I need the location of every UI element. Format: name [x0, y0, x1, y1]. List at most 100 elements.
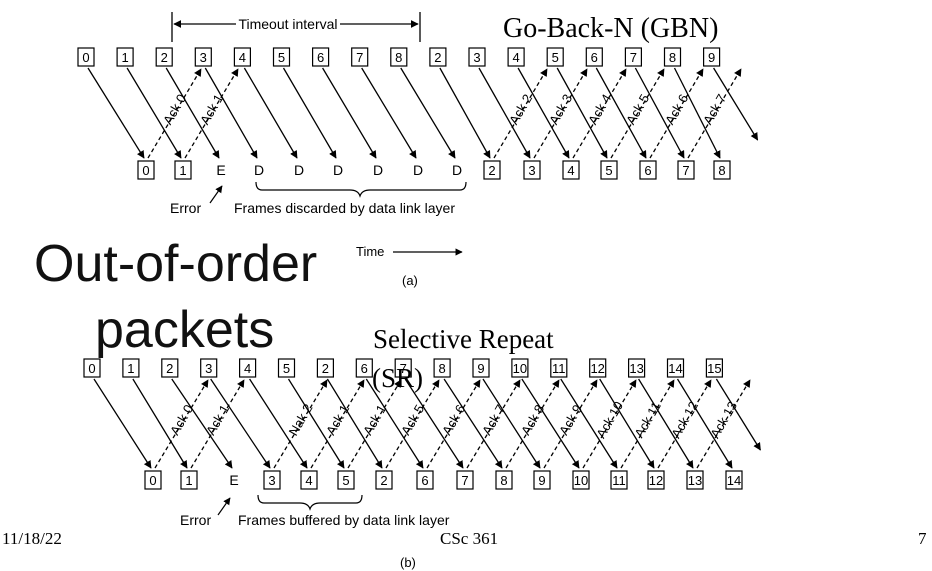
gbn-sent-frame: 9 [702, 47, 721, 67]
gbn-sent-frame: 2 [429, 47, 447, 67]
sr-data-arrow [93, 378, 152, 469]
gbn-sent-frame-box [546, 47, 564, 67]
gbn-sent-frame-box [624, 47, 643, 67]
sr-received-frame-box [456, 470, 474, 490]
sr-received-frame-label: 7 [461, 473, 468, 488]
sr-sent-frame-box [627, 358, 646, 378]
sr-received-frame-label: 8 [500, 473, 507, 488]
sr-ack-label: Ack 0 [167, 402, 196, 438]
sr-sent-frame-label: 8 [438, 361, 445, 376]
sr-ack-arrow [190, 379, 245, 469]
gbn-sent-frame-label: 3 [200, 50, 207, 65]
gbn-sent-frame: 4 [507, 47, 525, 67]
gbn-discard-marker: D [294, 162, 304, 178]
gbn-data-arrow [634, 67, 685, 159]
gbn-sent-frame-box [702, 47, 721, 67]
gbn-sent-frame: 3 [468, 47, 486, 67]
sr-sent-frame-box [316, 358, 334, 378]
gbn-data-arrow [165, 67, 220, 159]
sr-received-frame-label: 10 [574, 473, 588, 488]
sr-buffer-label: Frames buffered by data link layer [238, 512, 450, 528]
sr-sent-frame-label: 15 [707, 361, 721, 376]
gbn-ack-arrow [649, 68, 704, 159]
sr-sent-frame: 2 [161, 358, 179, 378]
gbn-sent-frame-label: 4 [239, 50, 246, 65]
gbn-ack-label: Ack 7 [700, 91, 729, 127]
gbn-sent-frame: 8 [390, 47, 408, 67]
gbn-data-arrow [439, 67, 491, 159]
gbn-sent-frame-box [312, 47, 330, 67]
gbn-ack-label: Ack 2 [506, 91, 535, 127]
gbn-ack-arrow [610, 68, 665, 159]
sr-received-frame-label: 2 [380, 473, 387, 488]
gbn-received-frame: 6 [639, 160, 657, 180]
gbn-transmission-arrows [87, 67, 759, 159]
sr-sent-frame: 5 [277, 358, 296, 378]
sr-sent-frame-box [161, 358, 179, 378]
gbn-sent-frame-box [116, 47, 134, 67]
sr-part-label: (b) [400, 555, 416, 570]
sr-received-frame: 2 [375, 470, 393, 490]
gbn-discard-label: Frames discarded by data link layer [234, 200, 455, 216]
sr-ack-arrow [657, 379, 712, 469]
gbn-data-arrow [673, 67, 721, 159]
gbn-received-frame: 3 [523, 160, 541, 180]
gbn-received-frame-box [137, 160, 155, 180]
sr-ack-arrow [426, 379, 481, 469]
gbn-received-frame: 8 [713, 160, 731, 180]
sr-ack-label: Ack 8 [518, 402, 547, 438]
sr-transmission-arrows [93, 378, 761, 469]
gbn-received-frame-box [174, 160, 192, 180]
gbn-error-label: Error [170, 200, 201, 216]
gbn-error-arrow [209, 185, 223, 204]
gbn-timeout-bracket [171, 12, 421, 42]
sr-data-arrow [404, 378, 464, 469]
gbn-sent-frame-label: 5 [552, 50, 559, 65]
gbn-data-arrow [87, 67, 145, 159]
gbn-sent-frame-box [507, 47, 525, 67]
sr-ack-label: Ack 6 [439, 402, 468, 438]
sr-data-arrow [599, 378, 655, 469]
sr-ack-arrow [505, 379, 560, 469]
gbn-data-arrow [478, 67, 531, 159]
gbn-sent-frame-label: 2 [434, 50, 441, 65]
gbn-ack-label: Ack 6 [662, 91, 691, 127]
gbn-data-arrow [713, 67, 759, 141]
gbn-sent-frame-box [663, 47, 682, 67]
sr-received-frame: 3 [263, 470, 281, 490]
sr-sent-frame: 6 [355, 358, 373, 378]
sr-data-arrow [210, 378, 271, 469]
sr-sent-frame: 12 [589, 358, 607, 378]
gbn-sent-frame-box [429, 47, 447, 67]
footer-date: 11/18/22 [2, 529, 62, 548]
sr-sent-frame-label: 4 [244, 361, 251, 376]
gbn-sent-frame-label: 8 [395, 50, 402, 65]
gbn-sent-frame-label: 6 [591, 50, 598, 65]
sr-received-frame-label: 5 [342, 473, 349, 488]
gbn-sent-frame: 7 [351, 47, 369, 67]
sr-received-frame: 8 [495, 470, 513, 490]
sr-data-arrow [365, 378, 424, 469]
sr-ack-label: Ack 12 [668, 399, 701, 441]
sr-received-frame: 6 [416, 470, 434, 490]
gbn-sent-frame: 7 [624, 47, 643, 67]
sr-received-frame-label: 4 [305, 473, 312, 488]
sr-received-frame-box [686, 470, 704, 490]
sr-nak-label: Nak 2 [286, 401, 316, 438]
sr-error-label: Error [180, 512, 211, 528]
sr-received-frame-box [144, 470, 162, 490]
sr-ack-arrow [696, 379, 751, 469]
gbn-data-arrow [322, 67, 377, 159]
sr-ack-label: Ack 9 [556, 402, 585, 438]
gbn-received-frame-label: 0 [142, 163, 149, 178]
sr-sent-frame-box [589, 358, 607, 378]
gbn-sent-frame-label: 1 [121, 50, 128, 65]
gbn-data-arrow [204, 67, 258, 159]
gbn-sent-frame-box [351, 47, 369, 67]
gbn-sent-frame: 8 [663, 47, 682, 67]
gbn-sent-frame-box [585, 47, 603, 67]
sr-received-frame-box [416, 470, 434, 490]
